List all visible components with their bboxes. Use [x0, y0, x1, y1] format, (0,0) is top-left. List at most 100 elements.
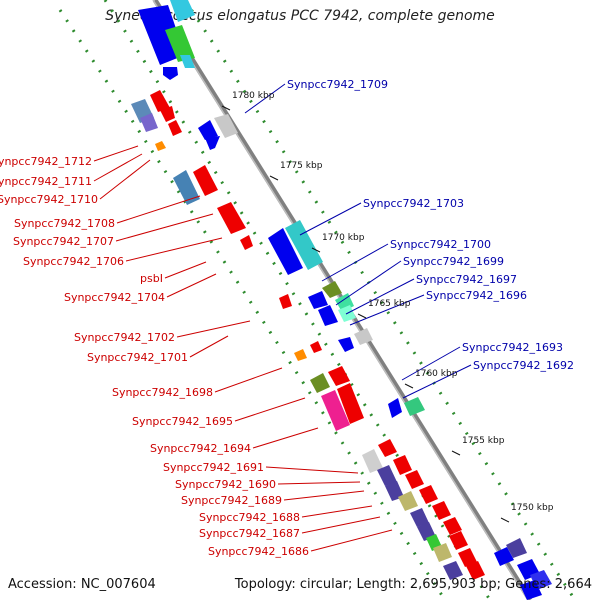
gene-label-right: Synpcc7942_1709 [287, 78, 388, 91]
gene-label-left: Synpcc7942_1712 [0, 155, 92, 168]
gene-1693-green [404, 397, 425, 416]
gene-label-connector [125, 237, 223, 262]
gene-1685-red-2 [466, 561, 485, 580]
gene-1702-orange [294, 349, 307, 361]
gene-label-connector [176, 320, 251, 338]
gene-cyan-top [170, 0, 195, 22]
gene-1703-blue [268, 228, 303, 275]
gene-1704-red [279, 294, 292, 309]
kbp-tick-label: 1760 kbp [415, 369, 458, 379]
gene-label-connector [189, 335, 229, 358]
gene-1690-darkblue [377, 465, 397, 486]
kbp-tick-label: 1770 kbp [322, 233, 365, 243]
gene-psbi-red [240, 235, 253, 250]
gene-label-left: Synpcc7942_1688 [199, 511, 300, 524]
gene-label-connector [265, 466, 359, 474]
gene-label-right: Synpcc7942_1699 [403, 255, 504, 268]
gene-label-connector [283, 490, 365, 501]
gene-1695-magenta [321, 390, 350, 431]
gene-1686-red-2 [449, 531, 468, 550]
gene-1710-red [168, 120, 182, 136]
gene-1685-red [458, 548, 477, 567]
kbp-tick-mark [269, 175, 279, 181]
gene-1703-cyan [285, 220, 323, 270]
gene-label-left: psbI [140, 272, 163, 285]
gene-label-connector [335, 260, 402, 306]
gene-1706-red [217, 202, 246, 234]
gene-label-left: Synpcc7942_1710 [0, 193, 98, 206]
gene-label-left: Synpcc7942_1687 [199, 527, 300, 540]
gene-1689-red [405, 470, 424, 489]
gene-label-left: Synpcc7942_1704 [64, 291, 165, 304]
gene-1686-khaki [433, 543, 452, 562]
gene-label-left: Synpcc7942_1698 [112, 386, 213, 399]
gene-label-connector [93, 145, 139, 162]
gene-1689-darkblue [385, 481, 404, 501]
gene-label-right: Synpcc7942_1693 [462, 341, 563, 354]
right-label-connectors [244, 83, 472, 399]
gene-label-right: Synpcc7942_1696 [426, 289, 527, 302]
kbp-tick-label: 1750 kbp [511, 503, 554, 513]
kbp-tick-label: 1780 kbp [232, 91, 275, 101]
gene-1696-blue [338, 337, 354, 352]
gene-1709-block [198, 120, 218, 140]
gene-label-connector [277, 481, 361, 485]
gene-label-left: Synpcc7942_1690 [175, 478, 276, 491]
kbp-tick-label: 1765 kbp [368, 299, 411, 309]
gene-label-connector [310, 529, 393, 552]
gene-label-connector [116, 195, 201, 224]
gene-label-connector [115, 213, 214, 242]
gene-label-right: Synpcc7942_1697 [416, 273, 517, 286]
gene-label-connector [301, 505, 373, 518]
gene-label-connector [244, 83, 286, 114]
kbp-tick-label: 1755 kbp [462, 436, 505, 446]
gene-label-left: Synpcc7942_1695 [132, 415, 233, 428]
topology-text: Topology: circular; Length: 2,695,903 bp… [234, 577, 592, 592]
gene-label-connector [345, 278, 415, 315]
gene-label-connector [299, 202, 362, 236]
gene-1695-red [337, 383, 364, 424]
gene-1692-blue [388, 398, 402, 418]
gene-label-connector [234, 397, 306, 422]
gene-1701-red [310, 341, 322, 353]
gene-cyan-small-top [180, 55, 195, 68]
kbp-tick-mark [404, 383, 414, 389]
gene-1750-blue-4 [520, 580, 542, 600]
gene-blocks-right [138, 0, 552, 600]
gene-label-connector [214, 367, 283, 393]
gene-1694-grey [362, 449, 383, 473]
gene-label-right: Synpcc7942_1703 [363, 197, 464, 210]
gene-1750-darkblue [506, 538, 527, 558]
gene-1700-olive [322, 281, 342, 298]
gene-label-connector [93, 153, 143, 182]
gene-1690-red [393, 455, 412, 475]
gene-1685-darkblue [443, 561, 463, 580]
gene-label-connector [166, 273, 217, 298]
gene-label-left: Synpcc7942_1708 [14, 217, 115, 230]
kbp-tick-mark [311, 247, 321, 253]
gene-label-connector [252, 427, 319, 449]
gene-1711-red [160, 106, 175, 122]
gene-label-left: Synpcc7942_1702 [74, 331, 175, 344]
gene-1688-red [419, 485, 438, 504]
gene-1691-red [378, 439, 397, 457]
gene-label-left: Synpcc7942_1694 [150, 442, 251, 455]
gene-label-left: Synpcc7942_1707 [13, 235, 114, 248]
gene-1699-blue [318, 305, 338, 326]
gene-1686-red [443, 517, 462, 535]
gene-label-right: Synpcc7942_1692 [473, 359, 574, 372]
gene-1750-blue [494, 547, 514, 566]
gene-grey-1709 [214, 114, 238, 138]
gene-1708-blue [173, 170, 200, 205]
gene-label-connector [402, 364, 472, 399]
gene-label-left: Synpcc7942_1686 [208, 545, 309, 558]
gene-label-left: Synpcc7942_1701 [87, 351, 188, 364]
gene-label-left: Synpcc7942_1706 [23, 255, 124, 268]
gene-label-connector [99, 159, 151, 200]
kbp-tick-mark [221, 105, 231, 111]
kbp-tick-mark [357, 313, 367, 319]
gene-1698-red [328, 366, 350, 386]
gene-1710-orange [155, 141, 166, 151]
gene-label-connector [301, 516, 381, 534]
